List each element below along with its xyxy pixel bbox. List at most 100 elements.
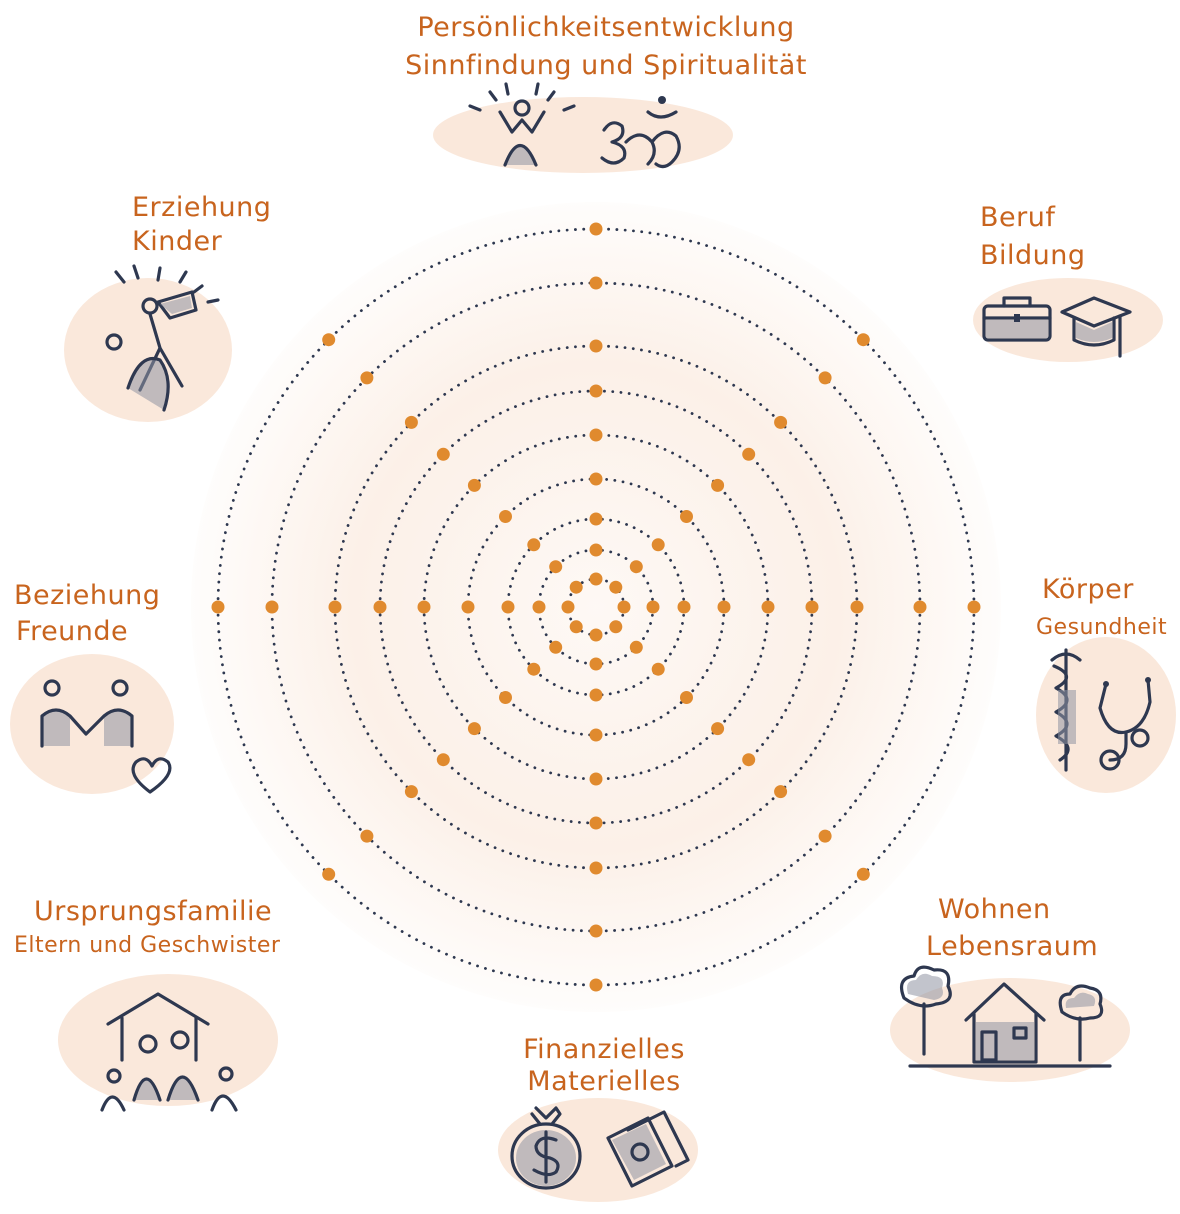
spoke-1-dot-9[interactable] — [589, 222, 603, 236]
spoke-8-dot-3[interactable] — [527, 538, 541, 552]
spoke-3-dot-4[interactable] — [717, 600, 731, 614]
section-top-right-subtitle: Bildung — [980, 240, 1086, 271]
spoke-4-dot-4[interactable] — [680, 691, 693, 704]
section-bottom-subtitle: Materielles — [527, 1066, 680, 1097]
spoke-8-dot-1[interactable] — [569, 580, 583, 594]
spoke-2-dot-2[interactable] — [629, 560, 643, 574]
section-relationships: Beziehung Freunde — [10, 580, 174, 794]
spoke-2-dot-9[interactable] — [856, 333, 870, 347]
section-bottom-left-title: Ursprungsfamilie — [34, 896, 272, 927]
spoke-7-dot-7[interactable] — [328, 600, 342, 614]
spoke-5-dot-5[interactable] — [589, 772, 603, 786]
graduation-cap-icon — [1060, 296, 1132, 358]
money-bag-icon — [510, 1106, 582, 1190]
spoke-2-dot-7[interactable] — [774, 415, 788, 429]
spoke-7-dot-4[interactable] — [461, 600, 475, 614]
spoke-3-dot-7[interactable] — [850, 600, 864, 614]
spoke-4-dot-7[interactable] — [774, 785, 788, 799]
section-top-left-wash — [64, 278, 232, 422]
spoke-8-dot-9[interactable] — [322, 333, 336, 347]
spoke-2-dot-6[interactable] — [742, 447, 756, 461]
spoke-1-dot-6[interactable] — [589, 384, 603, 398]
caduceus-icon — [1050, 648, 1082, 772]
spoke-8-dot-6[interactable] — [436, 447, 450, 461]
tree-icon — [900, 965, 952, 1056]
spoke-5-dot-3[interactable] — [589, 688, 603, 702]
section-top-title: Persönlichkeitsentwicklung — [417, 12, 794, 43]
section-body-health: Körper Gesundheit — [1036, 574, 1176, 793]
spoke-5-dot-7[interactable] — [589, 861, 603, 875]
spoke-3-dot-2[interactable] — [646, 600, 660, 614]
spoke-7-dot-9[interactable] — [211, 600, 225, 614]
house-icon — [964, 982, 1046, 1064]
spoke-7-dot-5[interactable] — [417, 600, 431, 614]
spoke-7-dot-1[interactable] — [561, 600, 575, 614]
om-symbol-icon — [600, 96, 681, 169]
spoke-4-dot-2[interactable] — [629, 640, 643, 654]
spoke-5-dot-4[interactable] — [589, 728, 603, 742]
section-career-education: Beruf Bildung — [973, 202, 1163, 362]
section-right-subtitle: Gesundheit — [1036, 615, 1167, 640]
stethoscope-icon — [1098, 677, 1152, 771]
spoke-2-dot-5[interactable] — [711, 478, 725, 492]
spoke-3-dot-9[interactable] — [967, 600, 981, 614]
spoke-8-dot-2[interactable] — [549, 560, 563, 574]
spoke-4-dot-1[interactable] — [609, 620, 623, 634]
spoke-3-dot-1[interactable] — [617, 600, 631, 614]
spoke-6-dot-4[interactable] — [499, 691, 512, 704]
spoke-4-dot-5[interactable] — [711, 722, 725, 736]
spoke-1-dot-5[interactable] — [589, 428, 603, 442]
spoke-3-dot-3[interactable] — [677, 600, 691, 614]
spoke-4-dot-9[interactable] — [856, 867, 870, 881]
spoke-8-dot-8[interactable] — [360, 371, 374, 385]
couple-holding-hands-icon — [40, 679, 134, 748]
spoke-1-dot-1[interactable] — [589, 572, 603, 586]
spoke-1-dot-8[interactable] — [589, 276, 603, 290]
briefcase-icon — [982, 296, 1052, 342]
section-left-wash — [10, 654, 174, 794]
spoke-2-dot-4[interactable] — [680, 510, 693, 523]
spoke-1-dot-2[interactable] — [589, 543, 603, 557]
child-on-shoulders-icon — [105, 264, 220, 412]
spoke-7-dot-6[interactable] — [373, 600, 387, 614]
spoke-4-dot-8[interactable] — [818, 829, 832, 843]
section-left-subtitle: Freunde — [16, 616, 128, 647]
spoke-6-dot-9[interactable] — [322, 867, 336, 881]
spoke-6-dot-1[interactable] — [569, 620, 583, 634]
family-house-icon — [100, 992, 238, 1112]
spoke-6-dot-6[interactable] — [436, 753, 450, 767]
spoke-7-dot-8[interactable] — [265, 600, 279, 614]
spoke-8-dot-7[interactable] — [404, 415, 418, 429]
spoke-2-dot-1[interactable] — [609, 580, 623, 594]
section-top-subtitle: Sinnfindung und Spiritualität — [405, 50, 807, 81]
spoke-2-dot-8[interactable] — [818, 371, 832, 385]
spoke-5-dot-9[interactable] — [589, 978, 603, 992]
spoke-8-dot-5[interactable] — [467, 478, 481, 492]
spoke-3-dot-8[interactable] — [913, 600, 927, 614]
spoke-1-dot-3[interactable] — [589, 512, 603, 526]
spoke-7-dot-2[interactable] — [532, 600, 546, 614]
spoke-1-dot-7[interactable] — [589, 339, 603, 353]
spoke-4-dot-6[interactable] — [742, 753, 756, 767]
spoke-6-dot-2[interactable] — [549, 640, 563, 654]
spoke-1-dot-4[interactable] — [589, 472, 603, 486]
banknotes-icon — [606, 1110, 690, 1188]
spoke-7-dot-3[interactable] — [501, 600, 515, 614]
spoke-5-dot-8[interactable] — [589, 924, 603, 938]
spoke-6-dot-3[interactable] — [527, 662, 541, 676]
section-bottom-right-subtitle: Lebensraum — [926, 931, 1098, 962]
spoke-2-dot-3[interactable] — [651, 538, 665, 552]
section-bottom-left-wash — [58, 974, 278, 1106]
section-top-left-subtitle: Kinder — [132, 226, 223, 257]
spoke-8-dot-4[interactable] — [499, 510, 512, 523]
spoke-3-dot-5[interactable] — [761, 600, 775, 614]
spoke-6-dot-5[interactable] — [467, 722, 481, 736]
spoke-5-dot-6[interactable] — [589, 816, 603, 830]
spoke-5-dot-2[interactable] — [589, 657, 603, 671]
spoke-3-dot-6[interactable] — [805, 600, 819, 614]
heart-icon — [131, 757, 172, 794]
spoke-5-dot-1[interactable] — [589, 628, 603, 642]
spoke-6-dot-8[interactable] — [360, 829, 374, 843]
spoke-6-dot-7[interactable] — [404, 785, 418, 799]
spoke-4-dot-3[interactable] — [651, 662, 665, 676]
